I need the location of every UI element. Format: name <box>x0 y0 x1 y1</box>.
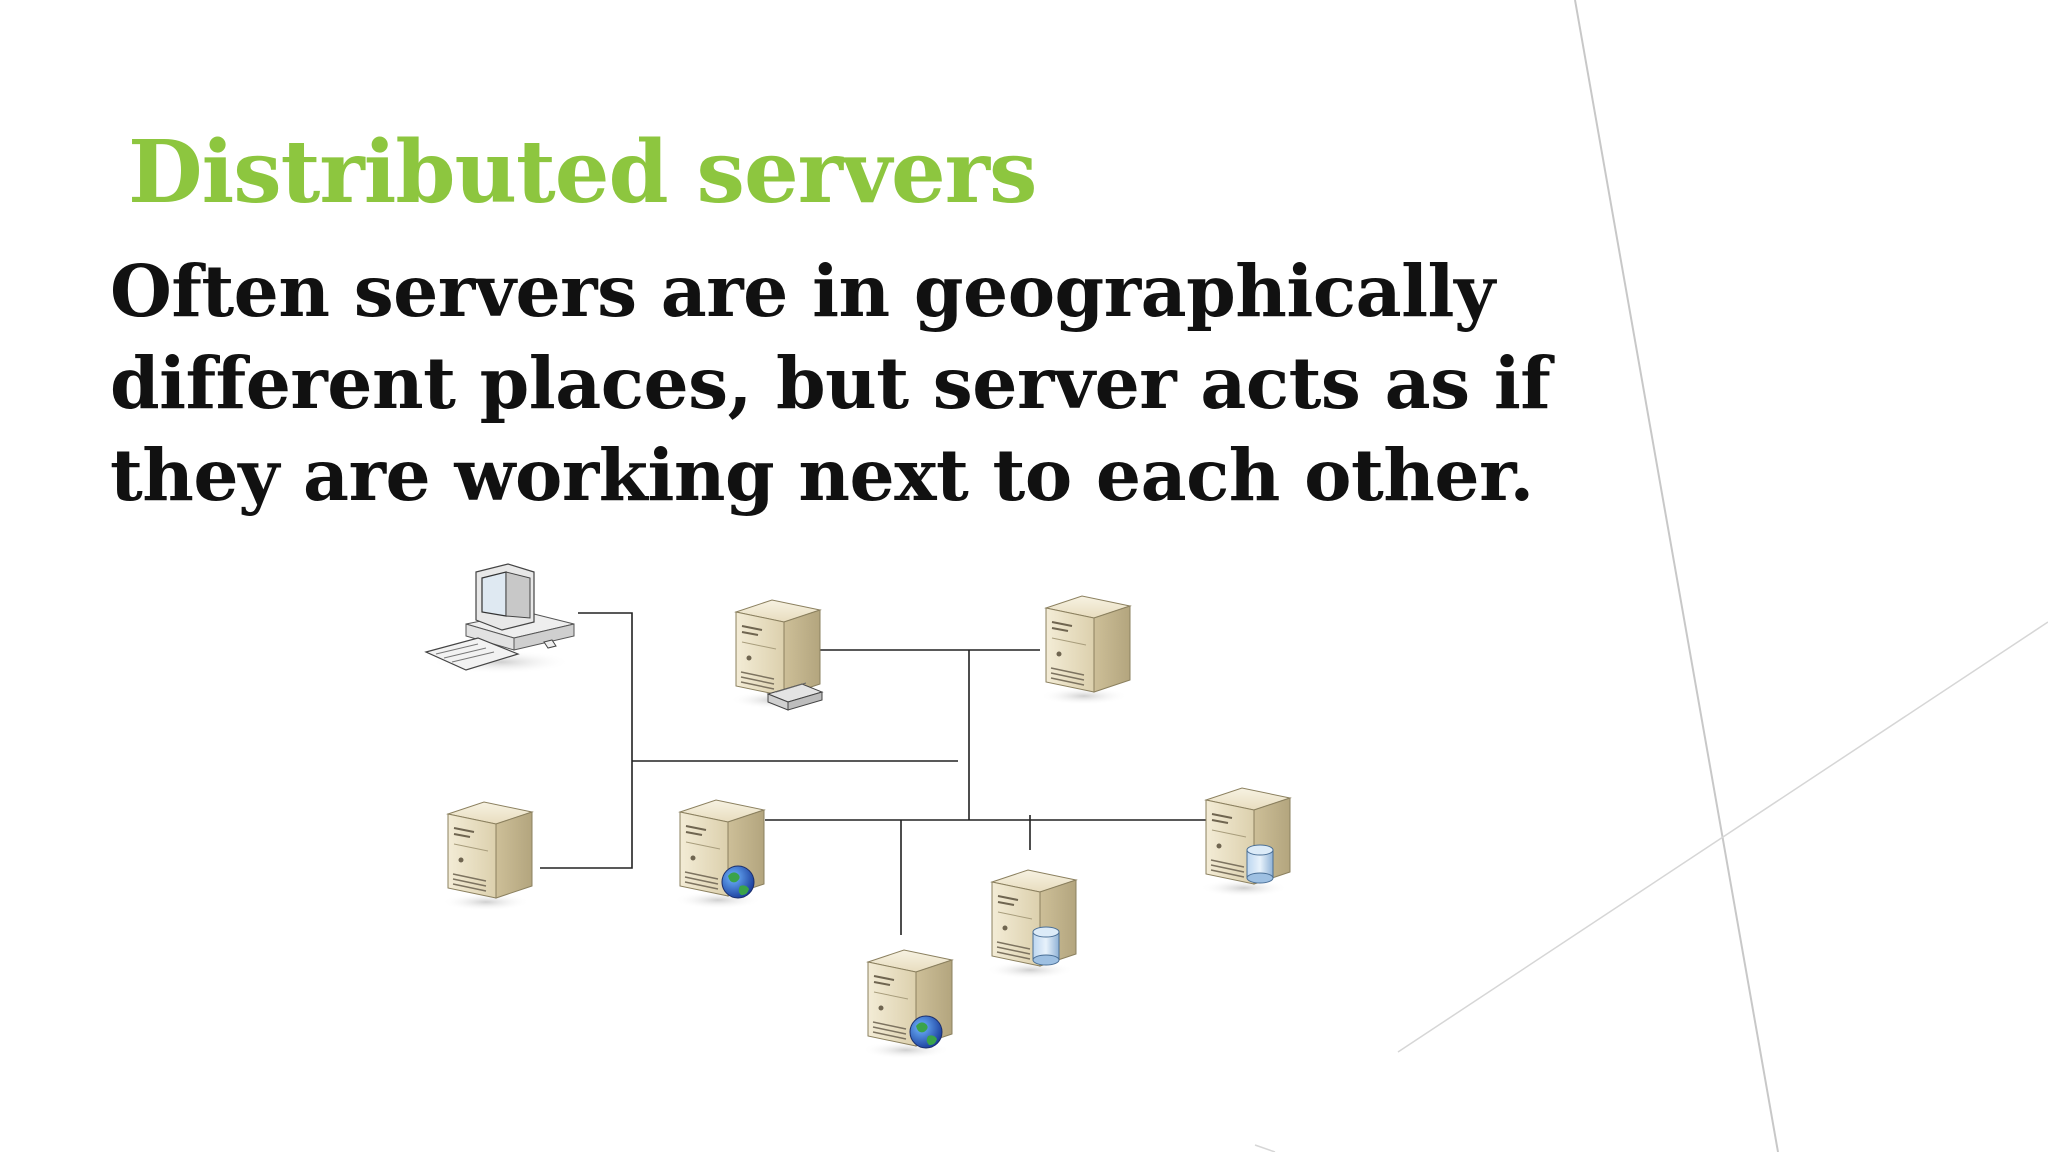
desktop-computer-icon <box>424 563 575 674</box>
server-icon <box>441 801 533 912</box>
body-line-2: different places, but server acts as if <box>110 341 1551 425</box>
link-left-bus <box>540 612 633 869</box>
network-links <box>540 612 1215 935</box>
server-icon <box>673 799 765 910</box>
body-line-3: they are working next to each other. <box>110 433 1534 517</box>
database-icon <box>1246 844 1274 884</box>
network-diagram <box>424 563 1291 1060</box>
server-icon <box>1039 595 1131 706</box>
decor-line-diagonal <box>1397 621 2048 1053</box>
slide-title: Distributed servers <box>128 122 1037 223</box>
slide-body: Often servers are in geographically diff… <box>110 245 1551 521</box>
server-icon <box>861 949 953 1060</box>
decor-line-vertical <box>1574 0 1779 1152</box>
server-icon <box>729 599 824 711</box>
database-icon <box>1032 926 1060 966</box>
body-line-1: Often servers are in geographically <box>110 249 1495 333</box>
globe-icon <box>909 1015 943 1049</box>
decor-line-corner <box>1254 1144 1276 1152</box>
server-icon <box>985 869 1077 980</box>
server-icon <box>1199 787 1291 898</box>
printer-icon <box>766 682 824 711</box>
globe-icon <box>721 865 755 899</box>
